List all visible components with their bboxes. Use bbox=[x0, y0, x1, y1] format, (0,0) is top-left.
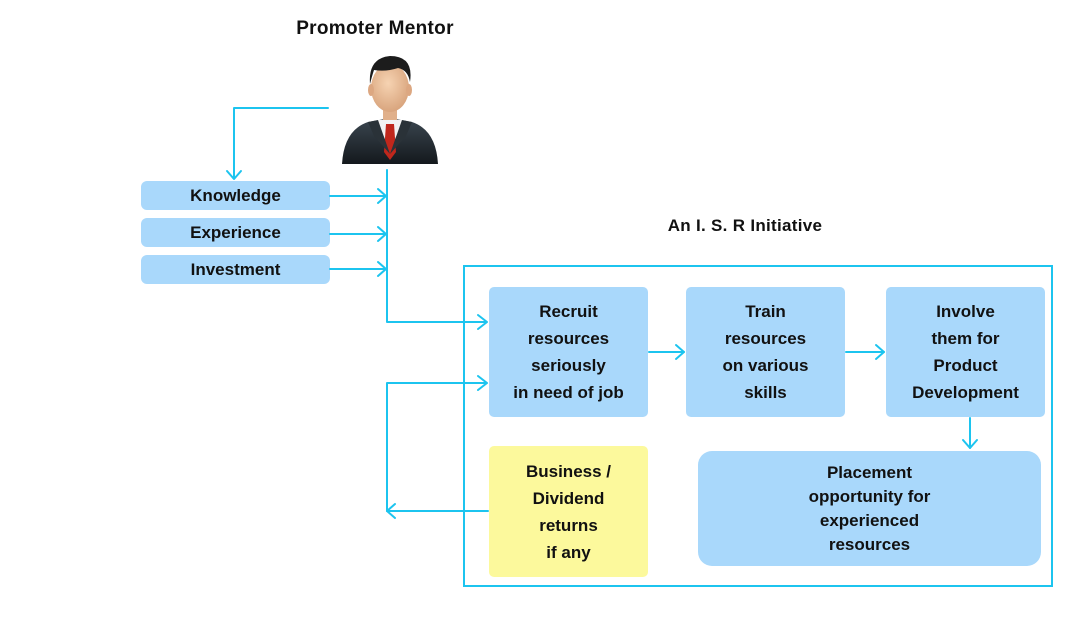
diagram-title: Promoter Mentor bbox=[296, 18, 454, 39]
arrow-trunk-to-recruit bbox=[386, 169, 487, 323]
arrow-mentor-to-knowledge bbox=[233, 107, 329, 179]
step-recruit: Recruit resources seriously in need of j… bbox=[489, 287, 648, 417]
step-returns: Business / Dividend returns if any bbox=[489, 446, 648, 577]
step-placement: Placement opportunity for experienced re… bbox=[698, 451, 1041, 566]
initiative-frame bbox=[463, 265, 1053, 587]
businessman-icon bbox=[342, 56, 438, 164]
arrow-loop-to-recruit bbox=[386, 382, 487, 512]
input-knowledge: Knowledge bbox=[141, 181, 330, 210]
step-involve: Involve them for Product Development bbox=[886, 287, 1045, 417]
input-experience: Experience bbox=[141, 218, 330, 247]
step-train: Train resources on various skills bbox=[686, 287, 845, 417]
initiative-title: An I. S. R Initiative bbox=[667, 216, 823, 235]
input-investment: Investment bbox=[141, 255, 330, 284]
